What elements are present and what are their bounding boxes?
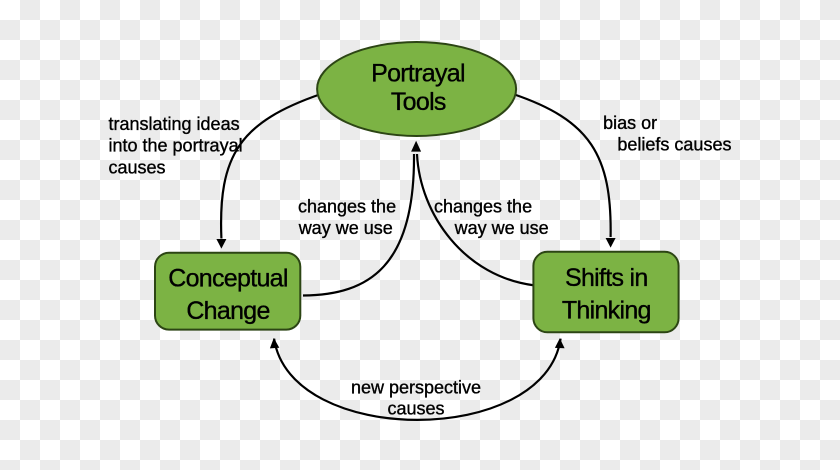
svg-text:changes the: changes the <box>298 197 396 217</box>
svg-text:translating ideas: translating ideas <box>109 114 240 134</box>
svg-text:Thinking: Thinking <box>562 297 651 325</box>
svg-text:bias or: bias or <box>603 113 657 133</box>
svg-text:Conceptual: Conceptual <box>168 265 287 293</box>
svg-text:beliefs causes: beliefs causes <box>617 135 731 155</box>
svg-text:changes the: changes the <box>434 197 532 217</box>
svg-text:Shifts in: Shifts in <box>565 264 648 292</box>
svg-text:Change: Change <box>186 297 269 325</box>
svg-text:Portrayal: Portrayal <box>371 60 465 88</box>
svg-text:causes: causes <box>109 157 166 177</box>
svg-text:new perspective: new perspective <box>351 377 481 397</box>
svg-text:into the portrayal: into the portrayal <box>109 136 243 156</box>
svg-text:way we use: way we use <box>298 218 393 238</box>
svg-text:way we use: way we use <box>454 218 549 238</box>
svg-text:causes: causes <box>387 399 444 419</box>
svg-text:Tools: Tools <box>391 88 446 116</box>
